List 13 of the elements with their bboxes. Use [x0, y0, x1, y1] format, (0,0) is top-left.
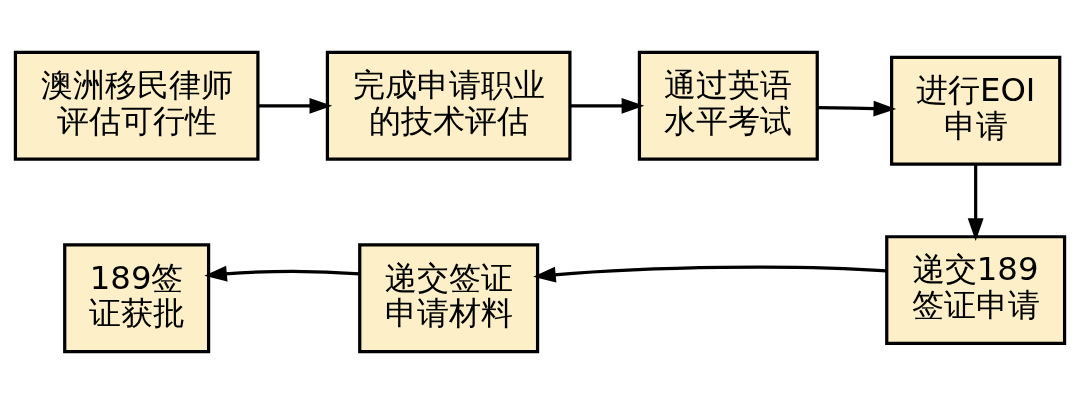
- arrow: [817, 100, 897, 117]
- node-box: 递交签证申请材料: [358, 243, 540, 354]
- arrow: [204, 265, 360, 282]
- node-box: 递交189签证申请: [885, 235, 1067, 346]
- arrow: [967, 164, 984, 241]
- node-box: 完成申请职业的技术评估: [325, 50, 572, 161]
- node-box: 澳洲移民律师评估可行性: [13, 50, 260, 161]
- node-box: 通过英语水平考试: [637, 50, 819, 161]
- node-box: 进行EOI申请: [890, 55, 1062, 166]
- arrow: [533, 265, 887, 283]
- arrow: [569, 97, 645, 114]
- node-box: 189签证获批: [63, 243, 211, 354]
- arrow: [258, 97, 333, 114]
